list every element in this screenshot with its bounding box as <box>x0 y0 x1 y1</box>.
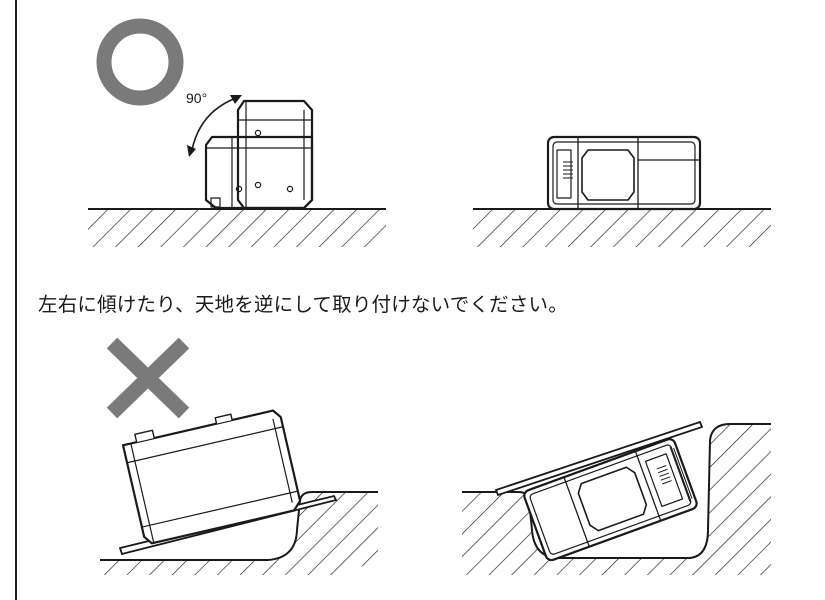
ground-hatch-b <box>473 208 771 247</box>
rotation-arrow-icon <box>187 95 242 157</box>
device-top-view <box>546 135 702 211</box>
device-upside-down-right <box>523 438 698 562</box>
device-tilted-left <box>121 409 302 545</box>
ok-circle-icon <box>96 18 184 106</box>
instruction-text: 左右に傾けたり、天地を逆にして取り付けないでください。 <box>38 293 568 316</box>
device-side-view-rotated <box>236 99 314 210</box>
ng-cross-icon <box>106 337 190 419</box>
rotation-angle-label: 90° <box>186 90 208 106</box>
ng-slope-ground-right <box>462 420 771 575</box>
ground-hatch-a <box>88 208 386 247</box>
